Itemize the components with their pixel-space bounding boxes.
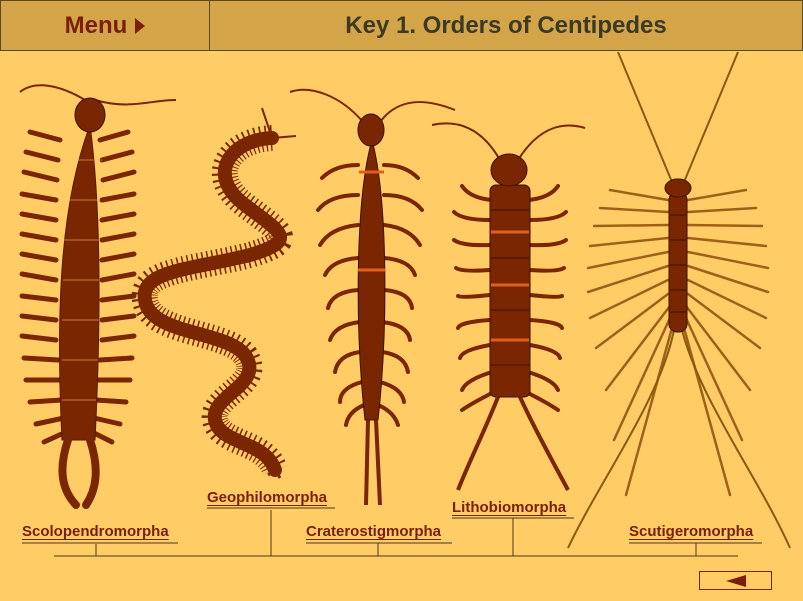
order-label-scutigeromorpha[interactable]: Scutigeromorpha [629, 523, 754, 540]
order-label-lithobiomorpha[interactable]: Lithobiomorpha [452, 499, 567, 516]
triangle-left-icon [725, 574, 746, 587]
back-button[interactable] [699, 571, 772, 590]
lithobiomorpha-illustration [431, 122, 586, 491]
menu-button[interactable]: Menu [1, 1, 210, 50]
scutigeromorpha-illustration [567, 51, 791, 549]
order-label-scolopendromorpha[interactable]: Scolopendromorpha [22, 523, 169, 540]
order-label-geophilomorpha[interactable]: Geophilomorpha [207, 489, 327, 506]
geophilomorpha-illustration [131, 107, 297, 479]
header-bar: Menu Key 1. Orders of Centipedes [0, 0, 803, 51]
scolopendromorpha-illustration [19, 84, 177, 509]
menu-label: Menu [64, 11, 128, 39]
page-title: Key 1. Orders of Centipedes [345, 11, 667, 39]
triangle-right-icon [135, 17, 146, 34]
order-label-craterostigmorpha[interactable]: Craterostigmorpha [306, 523, 442, 540]
phylogenetic-tree [22, 507, 762, 557]
craterostigmorpha-illustration [289, 88, 456, 506]
